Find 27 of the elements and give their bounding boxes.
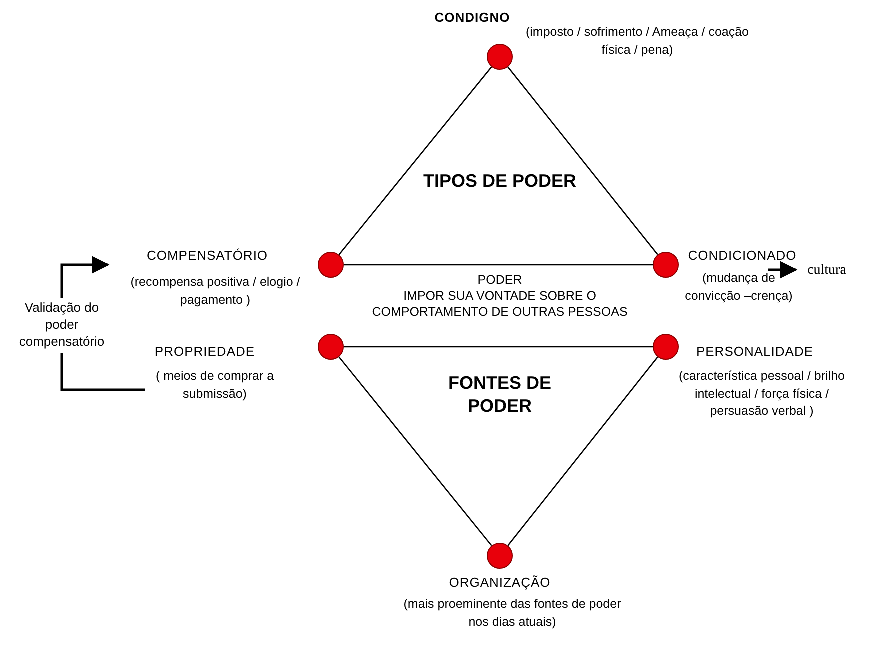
definition-text: IMPOR SUA VONTADE SOBRE O COMPORTAMENTO DE OUTRAS PESSOAS (371, 288, 629, 320)
power-type-title: ORGANIZAÇÃO (448, 575, 552, 590)
connector-line (508, 356, 658, 546)
center-heading: FONTES DE PODER (447, 372, 552, 418)
power-type-title: CONDIGNO (434, 10, 512, 25)
connector-line (344, 264, 653, 266)
connector-line (338, 66, 492, 256)
description-text: (mais proeminente das fontes de poder nos dias atuais) (402, 596, 622, 631)
power-type-title: PROPRIEDADE (154, 344, 256, 359)
definition-text: PODER (476, 272, 524, 288)
arrow (60, 256, 110, 298)
connector-line (338, 356, 492, 546)
arrow (768, 261, 798, 279)
description-text: (recompensa positiva / elogio / pagamento ) (130, 274, 302, 309)
description-text: (imposto / sofrimento / Ameaça / coação física / pena) (525, 24, 750, 59)
power-type-title: COMPENSATÓRIO (146, 248, 270, 263)
power-type-title: CONDICIONADO (687, 248, 798, 263)
description-text: ( meios de comprar a submissão) (154, 368, 276, 403)
bracket-line (60, 353, 145, 392)
description-text: (mudança de convicção –crença) (684, 270, 794, 305)
connector-line (508, 66, 658, 256)
connector-line (344, 346, 653, 348)
description-text: (característica pessoal / brilho intelectual / força física / persuasão verbal ) (678, 368, 846, 420)
note-text: Validação do poder compensatório (12, 300, 112, 351)
power-type-title: PERSONALIDADE (695, 344, 815, 359)
center-heading: TIPOS DE PODER (422, 170, 578, 193)
note-text: cultura (797, 262, 857, 280)
